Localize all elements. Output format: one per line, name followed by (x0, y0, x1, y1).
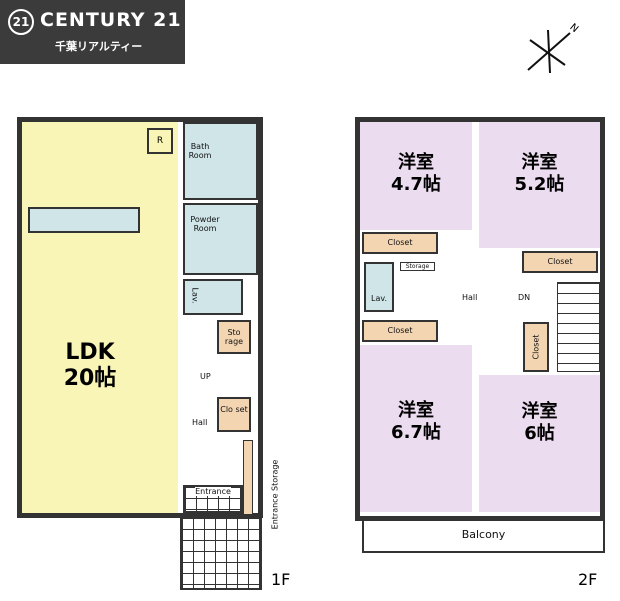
lavatory: Lav. (183, 279, 243, 315)
refrigerator-icon: R (147, 128, 173, 154)
floor2-label: 2F (578, 570, 598, 589)
entrance: Entrance (183, 485, 243, 513)
stairs-2f (557, 282, 600, 372)
logo-sub: 千葉リアルティー (55, 40, 143, 53)
entrance-storage (243, 440, 253, 515)
dn-label: DN (518, 293, 531, 302)
closet-2f-1: Closet (362, 232, 438, 254)
century21-logo: 21 CENTURY 21 千葉リアルティー (0, 0, 185, 64)
porch (180, 516, 262, 590)
logo-badge: 21 (8, 9, 34, 35)
logo-brand: CENTURY 21 (40, 9, 182, 31)
storage-2f: Storage (400, 262, 435, 271)
entrance-storage-label: Entrance Storage (270, 459, 280, 530)
bath-room: Bath Room (183, 122, 258, 200)
storage-1f: Sto rage (217, 320, 251, 354)
floor1-label: 1F (271, 570, 291, 589)
up-label: UP (200, 372, 211, 381)
kitchen-counter (28, 207, 140, 233)
compass-icon: N (520, 22, 580, 75)
closet-2f-4: Closet (523, 322, 549, 372)
powder-room: Powder Room (183, 203, 258, 275)
ldk-room (22, 122, 178, 513)
hall-label-1f: Hall (192, 418, 208, 427)
balcony: Balcony (362, 521, 605, 553)
lavatory-2f: Lav. (364, 262, 394, 312)
closet-1f: Clo set (217, 397, 251, 432)
closet-2f-2: Closet (522, 251, 598, 273)
hall-label-2f: Hall (462, 293, 478, 302)
closet-2f-3: Closet (362, 320, 438, 342)
